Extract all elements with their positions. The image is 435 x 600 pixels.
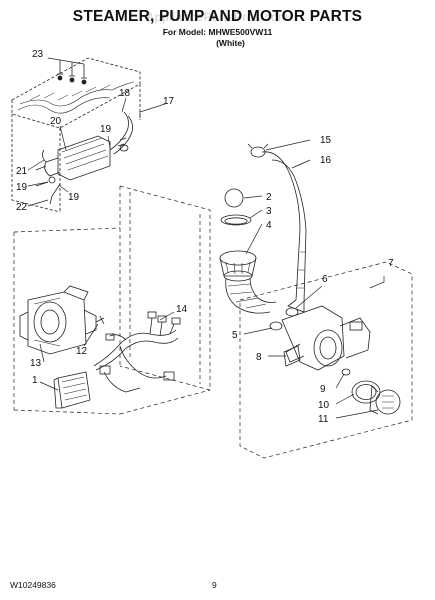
cabinet-outline [13, 185, 211, 415]
callout-6: 6 [322, 274, 328, 285]
pump-filter [369, 385, 401, 415]
callout-13: 13 [30, 358, 42, 369]
hose-clamp-top [247, 143, 269, 158]
callout-19-left: 19 [16, 182, 28, 193]
callout-3: 3 [266, 206, 272, 217]
callout-8: 8 [256, 352, 262, 363]
callout-18: 18 [119, 88, 131, 99]
o-ring [341, 368, 351, 376]
pump-assembly-frame [239, 261, 413, 459]
pump-cap [219, 250, 257, 282]
callout-7: 7 [388, 258, 394, 269]
check-ball [224, 188, 244, 208]
motor-screw [95, 315, 105, 325]
page-number: 9 [212, 580, 217, 590]
callout-4: 4 [266, 220, 272, 231]
callout-2: 2 [266, 192, 272, 203]
callout-21: 21 [16, 166, 28, 177]
watermark: AppliancePartsPros.com [146, 10, 289, 24]
hose-clamp-6 [285, 307, 299, 317]
document-number: W10249836 [10, 580, 56, 590]
callout-22: 22 [16, 202, 28, 213]
drain-hose [261, 151, 307, 313]
seal-ring-inner [224, 217, 248, 225]
callout-15: 15 [320, 135, 332, 146]
steamer-hose [49, 111, 133, 205]
steamer-housing-frame [11, 57, 141, 213]
color-line: (White) [216, 38, 245, 48]
steamer-assembly [35, 135, 111, 187]
callout-5: 5 [232, 330, 238, 341]
model-line: For Model: MHWE500VW11 [162, 27, 273, 37]
callout-14: 14 [176, 304, 188, 315]
filter-gasket [351, 380, 381, 404]
screw-set [57, 60, 87, 85]
callout-10: 10 [318, 400, 330, 411]
callout-19-bottom: 19 [68, 192, 80, 203]
drive-motor [19, 285, 97, 355]
callout-17: 17 [163, 96, 175, 107]
callout-1: 1 [32, 375, 38, 386]
callout-11: 11 [318, 414, 329, 425]
callout-12: 12 [76, 346, 88, 357]
hose-clamp-5 [269, 321, 283, 331]
callout-19-top: 19 [100, 124, 112, 135]
callout-20: 20 [50, 116, 62, 127]
callout-9: 9 [320, 384, 326, 395]
page-title: STEAMER, PUMP AND MOTOR PARTS [72, 8, 363, 25]
callout-16: 16 [320, 155, 332, 166]
sump-hose [225, 277, 277, 314]
pump-bracket [283, 345, 301, 367]
motor-control-board [53, 371, 91, 409]
seal-ring [220, 214, 252, 226]
wire-harness [93, 311, 181, 393]
callout-23: 23 [32, 49, 44, 60]
